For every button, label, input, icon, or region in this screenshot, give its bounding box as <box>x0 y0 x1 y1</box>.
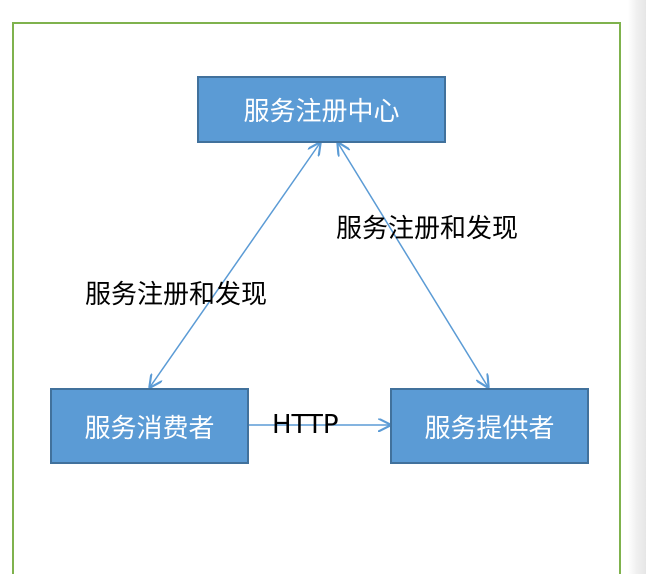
consumer-node: 服务消费者 <box>50 388 249 464</box>
provider-node: 服务提供者 <box>390 388 589 464</box>
provider-node-label: 服务提供者 <box>424 413 555 444</box>
registry-node: 服务注册中心 <box>197 76 446 143</box>
arrow-provider-registry <box>338 143 488 387</box>
registry-node-label: 服务注册中心 <box>243 97 400 127</box>
consumer-node-label: 服务消费者 <box>84 413 215 444</box>
arrow-consumer-registry <box>150 143 320 387</box>
edge-label-http: HTTP <box>272 410 339 440</box>
edge-label-provider-registry: 服务注册和发现 <box>336 214 519 244</box>
edge-label-consumer-registry: 服务注册和发现 <box>85 280 268 310</box>
